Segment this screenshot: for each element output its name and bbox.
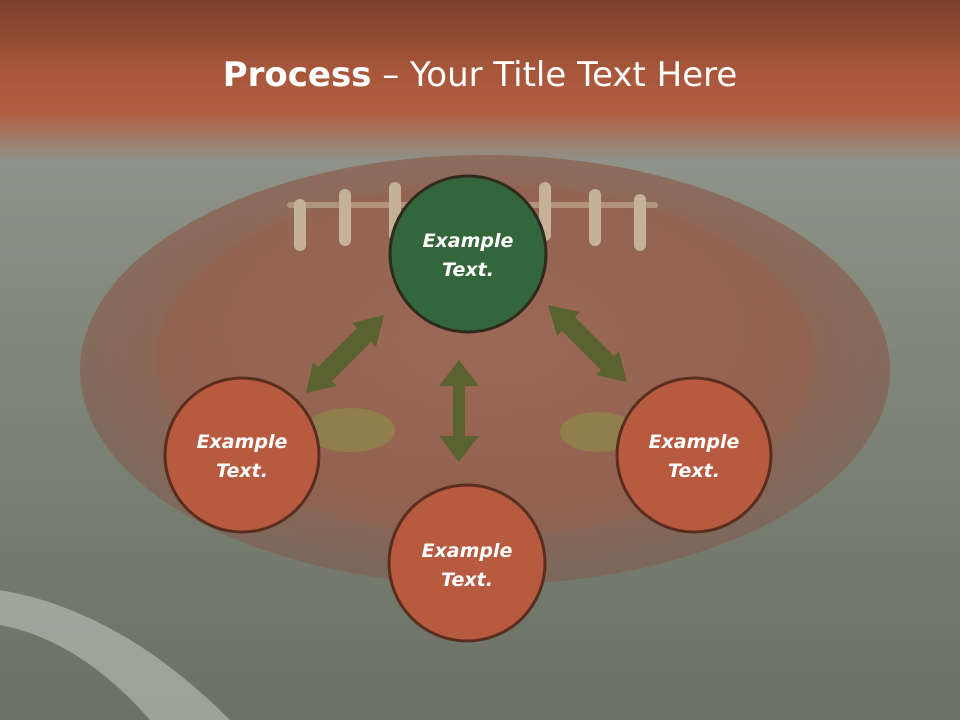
slide-title: Process – Your Title Text Here: [0, 52, 960, 98]
header-band: [0, 0, 960, 160]
title-rest: – Your Title Text Here: [371, 55, 738, 95]
node-right: Example Text.: [615, 376, 773, 534]
node-bottom: Example Text.: [387, 483, 547, 643]
node-left-line1: Example: [197, 431, 288, 453]
arrow-top-left: [306, 315, 384, 393]
node-bottom-line1: Example: [422, 540, 513, 562]
node-left-line2: Text.: [216, 460, 268, 482]
node-right-line1: Example: [649, 431, 740, 453]
title-bold: Process: [222, 55, 372, 95]
node-left: Example Text.: [163, 376, 321, 534]
arrow-vertical: [439, 360, 479, 462]
node-right-line2: Text.: [668, 460, 720, 482]
node-top: Example Text.: [388, 174, 548, 334]
node-top-line1: Example: [423, 230, 514, 252]
node-bottom-line2: Text.: [441, 569, 493, 591]
node-top-line2: Text.: [442, 259, 494, 281]
arrow-top-right: [548, 305, 627, 382]
